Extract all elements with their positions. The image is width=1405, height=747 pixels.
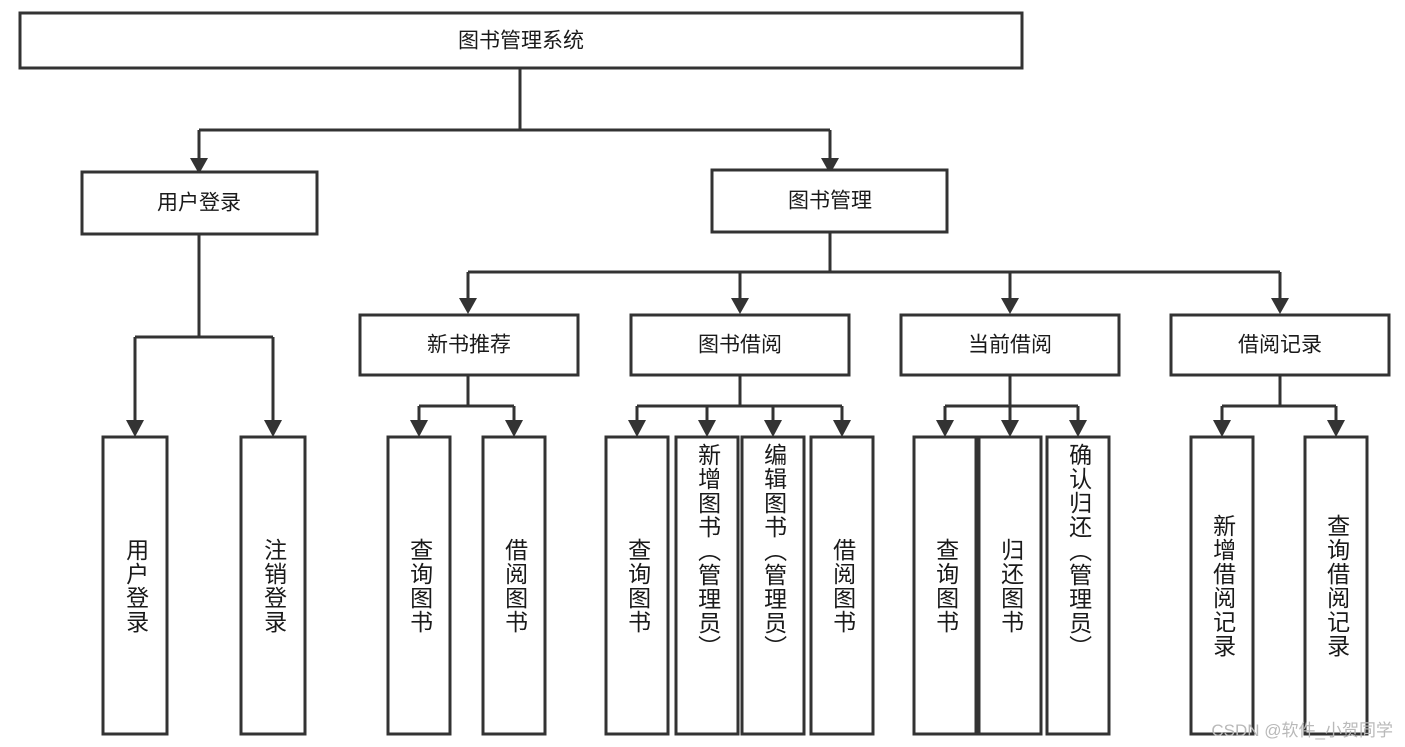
node-borrow-records-label: 借阅记录 [1238,334,1322,357]
arrowhead-bb-leaf-2 [698,420,716,437]
connector-userlogin-branch [133,235,275,420]
leaf-box-cb-confirm-return[interactable] [1045,435,1111,736]
node-book-manage-label: 图书管理 [788,190,872,213]
leaf-box-logout[interactable] [239,435,307,736]
leaf-box-user-login[interactable] [101,435,169,736]
leaf-box-bb-edit-book[interactable] [740,435,806,736]
node-borrow-records-box[interactable] [1169,313,1391,377]
leaf-box-br-query-record[interactable] [1303,435,1369,736]
arrowhead-borrow-records [1271,298,1289,314]
node-root-box[interactable] [18,11,1024,70]
arrowhead-cb-leaf-1 [936,420,954,437]
leaf-box-bb-borrow-book[interactable] [809,435,875,736]
connector-currentborrow-branch [943,375,1080,420]
arrowhead-current-borrow [1001,298,1019,314]
leaf-box-bb-add-book[interactable] [674,435,740,736]
connector-bookmanage-branch [466,232,1282,298]
arrowhead-bb-leaf-4 [833,420,851,437]
node-user-login-label: 用户登录 [157,192,241,215]
node-book-borrow-box[interactable] [629,313,851,377]
node-user-login-box[interactable] [80,170,319,236]
arrowhead-cb-leaf-2 [1001,420,1019,437]
arrowhead-leaf-logout [264,420,282,437]
arrowhead-nb-leaf-2 [505,420,523,437]
node-current-borrow-box[interactable] [899,313,1121,377]
connector-records-branch [1220,375,1338,420]
leaf-box-nb-query-book[interactable] [386,435,452,736]
leaf-box-bb-query-book[interactable] [604,435,670,736]
arrowhead-book-manage [821,158,839,174]
leaf-box-nb-borrow-book[interactable] [481,435,547,736]
leaf-box-br-add-record[interactable] [1189,435,1255,736]
node-current-borrow-label: 当前借阅 [968,334,1052,357]
arrowhead-nb-leaf-1 [410,420,428,437]
arrowhead-cb-leaf-3 [1069,420,1087,437]
node-new-book-box[interactable] [358,313,580,377]
arrowhead-br-leaf-2 [1327,420,1345,437]
connector-newbook-branch [417,375,516,420]
leaf-box-cb-query-book[interactable] [912,435,978,736]
arrowhead-bb-leaf-1 [628,420,646,437]
leaf-box-cb-return-book[interactable] [977,435,1043,736]
arrowhead-leaf-user-login [126,420,144,437]
connector-bookborrow-branch [635,375,844,420]
arrowhead-bb-leaf-3 [764,420,782,437]
arrowhead-book-borrow [731,298,749,314]
arrowhead-new-book [459,298,477,314]
arrowhead-br-leaf-1 [1213,420,1231,437]
connector-root-trunk [197,68,832,158]
csdn-watermark: CSDN @软件_小贺同学 [1211,721,1393,740]
node-book-borrow-label: 图书借阅 [698,334,782,357]
node-book-manage-box[interactable] [710,168,949,234]
node-root-label: 图书管理系统 [458,30,584,53]
arrowhead-user-login [190,158,208,174]
node-new-book-label: 新书推荐 [427,334,511,357]
